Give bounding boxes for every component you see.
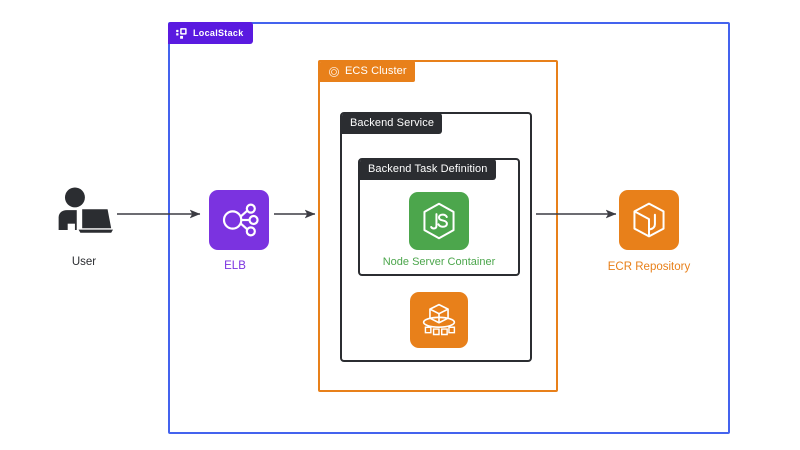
badge-backend-task-definition-label: Backend Task Definition <box>368 163 488 175</box>
node-node-server-container-label: Node Server Container <box>382 256 496 268</box>
node-node-server-container <box>409 192 469 250</box>
node-ecs-container-instance <box>410 292 468 348</box>
badge-localstack: LocalStack <box>168 22 253 44</box>
node-user-label: User <box>71 256 97 268</box>
node-elb-label: ELB <box>224 260 246 272</box>
badge-backend-task-definition: Backend Task Definition <box>360 159 496 180</box>
ecr-repository-icon <box>619 190 679 250</box>
badge-ecs-cluster: ECS Cluster <box>320 61 415 82</box>
node-elb <box>205 190 273 250</box>
boundary-ecs-cluster <box>318 60 558 392</box>
node-ecr-repository <box>619 190 679 250</box>
elastic-load-balancer-icon <box>209 190 269 250</box>
ecs-cluster-icon <box>328 66 340 78</box>
badge-ecs-cluster-label: ECS Cluster <box>345 65 407 77</box>
node-user <box>42 186 126 236</box>
badge-localstack-label: LocalStack <box>193 27 244 38</box>
ecs-container-instance-icon <box>410 292 468 348</box>
nodejs-icon <box>409 192 469 250</box>
node-ecr-repository-label: ECR Repository <box>607 261 691 273</box>
badge-backend-service: Backend Service <box>342 113 443 134</box>
localstack-logo-icon <box>175 27 188 40</box>
user-at-laptop-icon <box>54 186 114 236</box>
boundary-localstack <box>168 22 730 434</box>
badge-backend-service-label: Backend Service <box>350 117 435 129</box>
